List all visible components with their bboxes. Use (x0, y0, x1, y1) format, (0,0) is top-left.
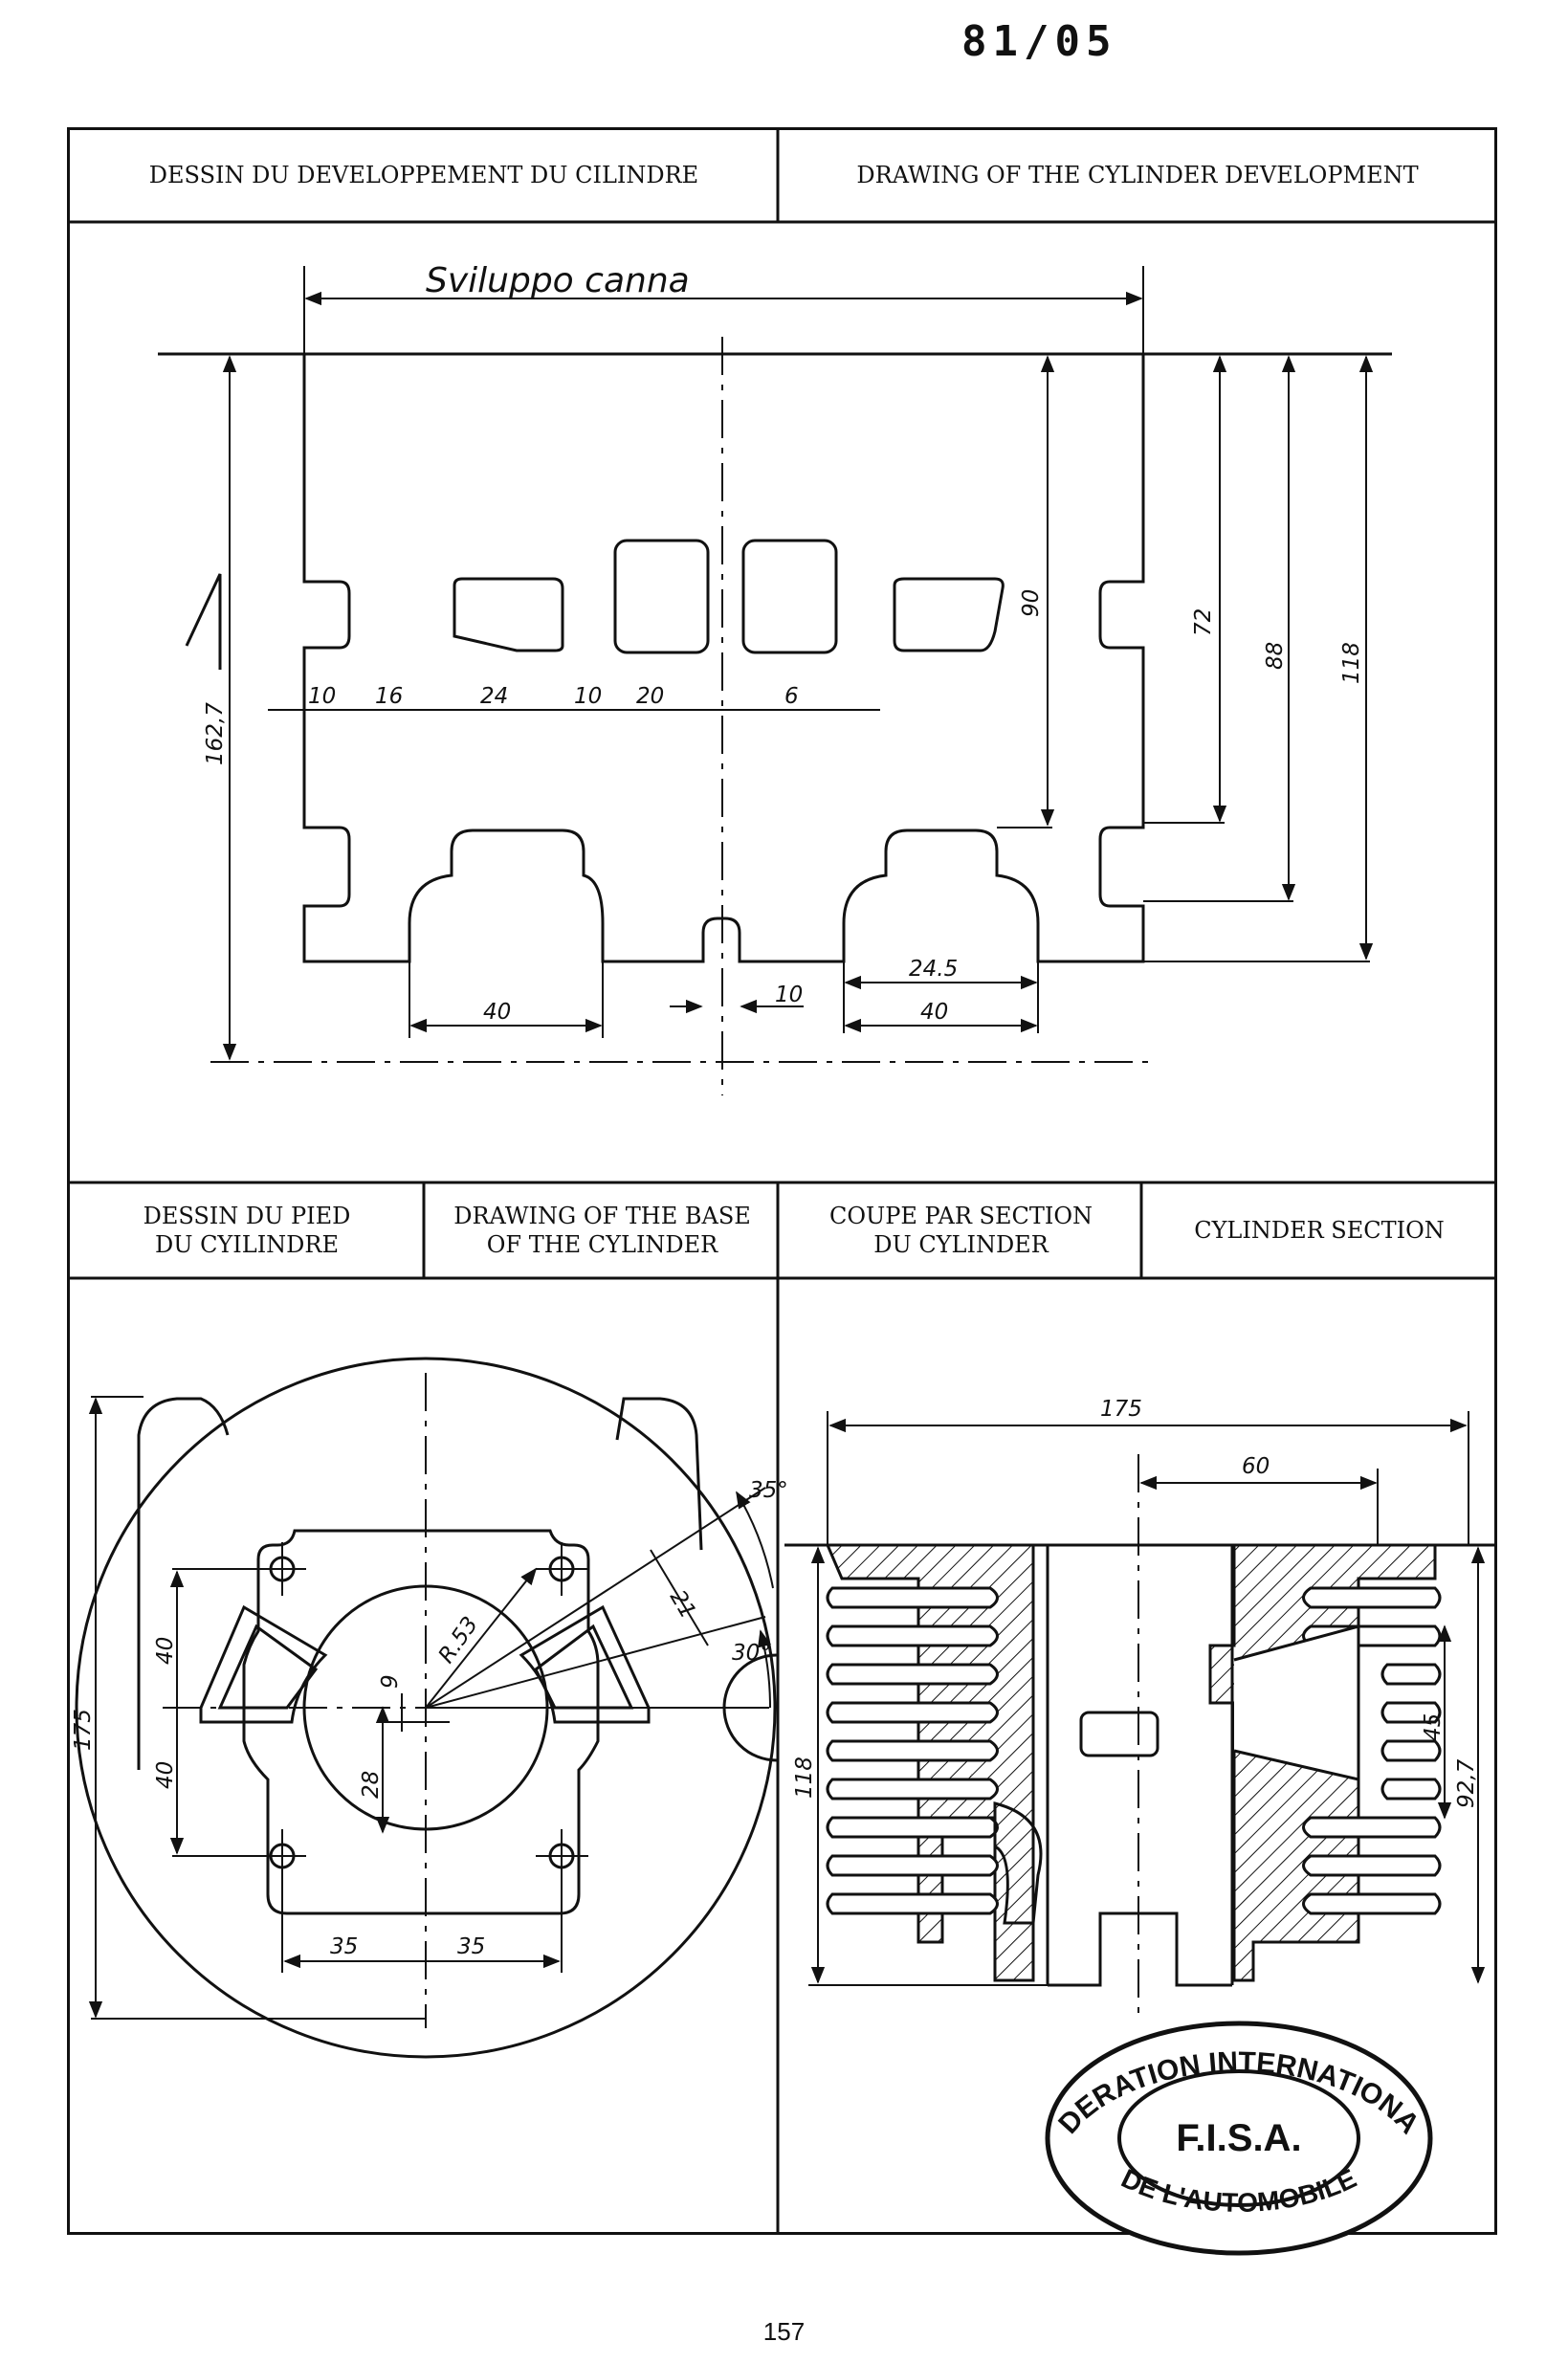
dim-118: 118 (1339, 642, 1364, 684)
base-header-en: DRAWING OF THE BASE OF THE CYLINDER (453, 1203, 751, 1258)
base-dim-40b: 40 (153, 1761, 178, 1789)
section-dim-118: 118 (792, 1756, 817, 1799)
development-title-annotation: Sviluppo canna (426, 261, 690, 300)
base-dim-28: 28 (359, 1771, 384, 1799)
stamp-top-text: FEDERATION INTERNATIONALE (0, 0, 1425, 2140)
dim-24-5: 24.5 (909, 957, 958, 982)
dim-16: 16 (375, 684, 403, 709)
page-number: 157 (762, 2317, 806, 2346)
development-header-fr: DESSIN DU DEVELOPPEMENT DU CILINDRE (148, 162, 699, 188)
dim-10c: 10 (775, 983, 803, 1007)
dim-88: 88 (1263, 642, 1288, 670)
stamp-center-text: F.I.S.A. (1176, 2117, 1301, 2159)
base-dim-35deg: 35° (749, 1478, 788, 1503)
fisa-stamp: FEDERATION INTERNATIONALE F.I.S.A. DE L'… (0, 0, 1433, 2256)
base-dim-175: 175 (71, 1709, 96, 1751)
base-dim-9: 9 (378, 1674, 403, 1689)
base-drawing (75, 1357, 778, 2059)
section-header-fr: COUPE PAR SECTION DU CYLINDER (828, 1203, 1093, 1258)
dim-40a: 40 (483, 1000, 511, 1025)
dim-6: 6 (784, 684, 799, 709)
section-dim-60: 60 (1242, 1454, 1270, 1479)
dim-72: 72 (1191, 608, 1216, 636)
section-header-en: CYLINDER SECTION (1194, 1217, 1445, 1244)
base-header-fr: DESSIN DU PIED DU CYILINDRE (143, 1203, 351, 1258)
dim-10a: 10 (308, 684, 336, 709)
sheet-number: 81/05 (961, 17, 1117, 66)
base-dim-35b: 35 (457, 1934, 485, 1959)
base-dim-40a: 40 (153, 1637, 178, 1665)
base-dim-21: 21 (665, 1586, 700, 1623)
base-dim-35a: 35 (330, 1934, 358, 1959)
development-drawing (158, 266, 1392, 1095)
dim-24: 24 (480, 684, 508, 709)
dim-40b: 40 (920, 1000, 948, 1025)
dim-10b: 10 (574, 684, 602, 709)
dim-162-7: 162,7 (203, 702, 228, 765)
dim-90: 90 (1019, 589, 1044, 617)
dim-20: 20 (636, 684, 664, 709)
base-dim-30deg: 30° (732, 1641, 771, 1666)
development-header-en: DRAWING OF THE CYLINDER DEVELOPMENT (856, 162, 1419, 188)
section-drawing (784, 1411, 1494, 2019)
section-dim-45: 45 (1421, 1713, 1446, 1741)
section-dim-175: 175 (1100, 1397, 1142, 1422)
base-dim-r53: R.53 (434, 1612, 483, 1668)
section-dim-92-7: 92,7 (1454, 1758, 1479, 1808)
